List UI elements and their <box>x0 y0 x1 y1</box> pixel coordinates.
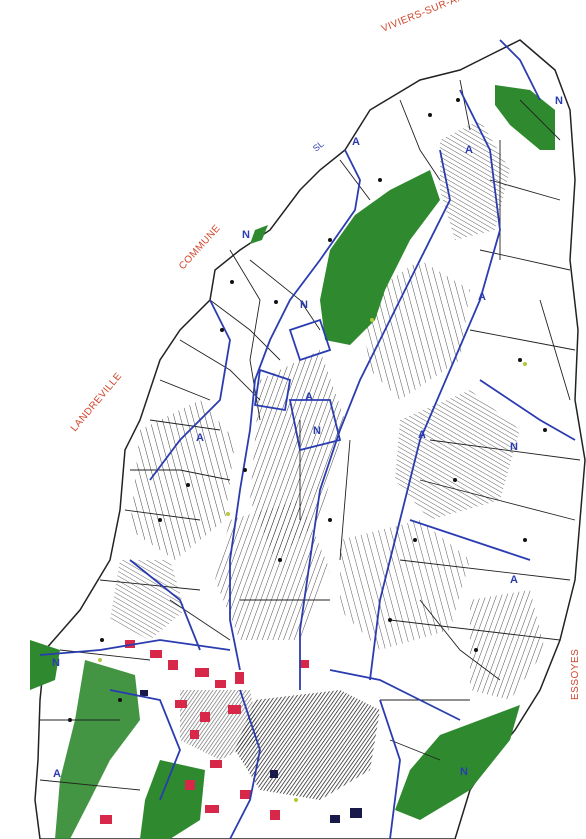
zone-label-a: A <box>53 768 61 780</box>
zone-label-n: N <box>460 766 468 778</box>
zone-label-n: N <box>313 425 321 437</box>
zone-label-n: N <box>555 95 563 107</box>
zone-label-a: A <box>352 136 360 148</box>
commune-label-northwest: COMMUNE <box>177 223 223 272</box>
forest-zone-southwest <box>55 660 140 839</box>
zone-label-a: A <box>305 391 313 403</box>
zone-label-a: A <box>465 144 473 156</box>
commune-label-north: VIVIERS-SUR-A... <box>380 0 468 35</box>
zone-label-a: A <box>418 429 426 441</box>
zone-label-n: N <box>52 657 60 669</box>
zone-label-a: A <box>478 291 486 303</box>
zone-boundaries <box>39 39 576 839</box>
zone-label-a: A <box>196 432 204 444</box>
built-parcels <box>100 640 309 824</box>
zone-label-n: N <box>300 299 308 311</box>
forest-zone-west <box>250 225 268 244</box>
zone-label-n: N <box>510 441 518 453</box>
forest-zone-north <box>495 85 555 150</box>
commune-label-west: LANDREVILLE <box>69 371 125 434</box>
zone-label-n: N <box>242 229 250 241</box>
dot-marker-icon <box>68 98 547 722</box>
commune-label-east: ESSOYES <box>570 649 581 700</box>
forest-zone-southeast <box>395 705 520 820</box>
forest-zone-central <box>320 170 440 345</box>
road-code-label: SL <box>311 139 326 154</box>
parcel-lines <box>39 79 581 791</box>
zone-label-a: A <box>510 574 518 586</box>
